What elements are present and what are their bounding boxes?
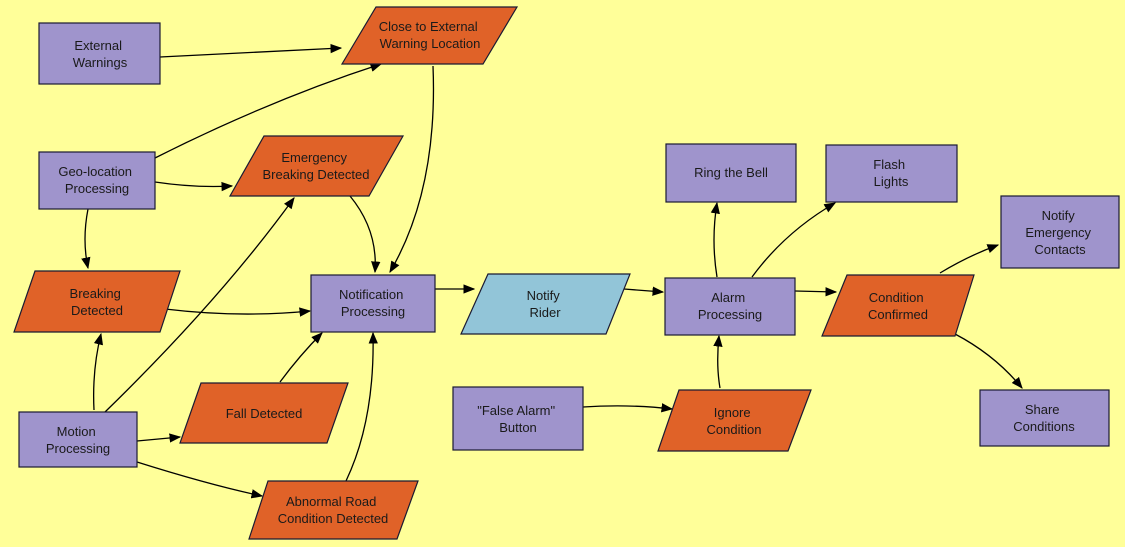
- abnormal-road-line-1: Abnormal Road: [286, 494, 376, 509]
- edge-alarm-to-condition-confirmed: [794, 287, 838, 297]
- notify-emergency-line-1: Notify: [1042, 208, 1076, 223]
- share-conditions-line-1: Share: [1025, 402, 1060, 417]
- notify-emergency-line-3: Contacts: [1034, 242, 1086, 257]
- edge-ignore-condition-to-alarm: [713, 334, 723, 389]
- node-breaking-detected: Breaking Detected: [13, 270, 181, 333]
- flash-lights-line-2: Lights: [874, 174, 909, 189]
- edge-abnormal-road-to-notification: [345, 331, 378, 482]
- node-notify-emergency-contacts: Notify Emergency Contacts: [1000, 195, 1120, 269]
- breaking-detected-line-2: Detected: [71, 303, 123, 318]
- svg-text:External Warnings: External Warnings: [73, 38, 128, 70]
- false-alarm-line-2: Button: [499, 420, 537, 435]
- svg-text:Notify Rider: Notify Rider: [527, 288, 564, 320]
- edge-geo-location-to-breaking-detected: [81, 208, 91, 270]
- svg-text:Alarm Processing: Alarm Processing: [698, 290, 762, 322]
- edge-condition-confirmed-to-notify-emergency: [939, 244, 1000, 274]
- node-flash-lights: Flash Lights: [825, 144, 958, 203]
- edge-notify-rider-to-alarm: [623, 286, 665, 296]
- close-to-warning-line-1: Close to External: [379, 19, 478, 34]
- close-to-warning-line-2: Warning Location: [380, 36, 481, 51]
- svg-text:Emergency Breaking Det: Emergency Breaking Detected: [263, 150, 370, 182]
- node-ring-the-bell: Ring the Bell: [665, 143, 797, 203]
- edge-motion-to-breaking-detected: [93, 332, 103, 411]
- edge-breaking-detected-to-notification: [164, 307, 312, 317]
- svg-text:Notification Processin: Notification Processing: [339, 287, 407, 319]
- svg-text:Close to External Warn: Close to External Warning Location: [379, 19, 482, 51]
- node-false-alarm-button: "False Alarm" Button: [452, 386, 584, 451]
- svg-text:Flash Lights: Flash Lights: [873, 157, 909, 189]
- emergency-breaking-line-2: Breaking Detected: [263, 167, 370, 182]
- alarm-line-2: Processing: [698, 307, 762, 322]
- condition-confirmed-line-1: Condition: [869, 290, 924, 305]
- node-notification-processing: Notification Processing: [310, 274, 436, 333]
- edge-fall-detected-to-notification: [279, 332, 323, 383]
- node-notify-rider: Notify Rider: [460, 273, 631, 335]
- external-warnings-line-2: Warnings: [73, 55, 128, 70]
- node-ignore-condition: Ignore Condition: [657, 389, 812, 452]
- false-alarm-line-1: "False Alarm": [477, 403, 555, 418]
- node-fall-detected: Fall Detected: [179, 382, 349, 444]
- node-abnormal-road-condition: Abnormal Road Condition Detected: [248, 480, 419, 540]
- geo-location-line-2: Processing: [65, 181, 129, 196]
- edge-emergency-breaking-to-notification: [349, 195, 381, 274]
- edge-external-warnings-to-close-to-warning: [159, 43, 343, 58]
- ring-bell-line-1: Ring the Bell: [694, 165, 768, 180]
- edge-motion-to-abnormal-road: [136, 461, 264, 499]
- ignore-condition-line-2: Condition: [707, 422, 762, 437]
- edge-close-to-warning-to-notification: [389, 65, 435, 274]
- node-external-warnings: External Warnings: [38, 22, 161, 85]
- edge-alarm-to-ring-bell: [710, 201, 720, 278]
- edge-condition-confirmed-to-share-conditions: [954, 333, 1023, 389]
- svg-text:Fall Detected: Fall Detected: [226, 406, 303, 421]
- breaking-detected-line-1: Breaking: [70, 286, 121, 301]
- notify-rider-line-1: Notify: [527, 288, 561, 303]
- flash-lights-line-1: Flash: [873, 157, 905, 172]
- edge-motion-to-emergency-breaking: [104, 197, 295, 413]
- svg-text:"False Alarm" Button: "False Alarm" Button: [477, 403, 559, 435]
- svg-text:Notify Emergency: Notify Emergency Contacts: [1025, 208, 1094, 257]
- ignore-condition-line-1: Ignore: [714, 405, 751, 420]
- notify-emergency-line-2: Emergency: [1025, 225, 1091, 240]
- node-close-to-warning-location: Close to External Warning Location: [340, 6, 519, 65]
- edge-geo-location-to-emergency-breaking: [154, 181, 234, 192]
- alarm-line-1: Alarm: [711, 290, 745, 305]
- svg-text:Ring the Bell: Ring the Bell: [694, 165, 768, 180]
- node-alarm-processing: Alarm Processing: [664, 277, 796, 336]
- edge-false-alarm-to-ignore-condition: [582, 403, 674, 413]
- svg-text:Share Conditions: Share Conditions: [1013, 402, 1075, 434]
- edge-motion-to-fall-detected: [136, 433, 182, 443]
- motion-line-2: Processing: [46, 441, 110, 456]
- edge-geo-location-to-close-to-warning: [154, 62, 383, 159]
- notify-rider-line-2: Rider: [529, 305, 561, 320]
- motion-line-1: Motion: [57, 424, 96, 439]
- node-motion-processing: Motion Processing: [18, 411, 138, 468]
- svg-text:Breaking Detected: Breaking Detected: [70, 286, 125, 318]
- svg-text:Ignore Condition: Ignore Condition: [707, 405, 762, 437]
- svg-text:Geo-location Processin: Geo-location Processing: [58, 164, 135, 196]
- svg-text:Condition Confirmed: Condition Confirmed: [868, 290, 928, 322]
- svg-text:Motion Processing: Motion Processing: [46, 424, 110, 456]
- node-share-conditions: Share Conditions: [979, 389, 1110, 447]
- svg-text:Abnormal Road Conditio: Abnormal Road Condition Detected: [278, 494, 389, 526]
- abnormal-road-line-2: Condition Detected: [278, 511, 389, 526]
- edge-alarm-to-flash-lights: [751, 202, 837, 278]
- geo-location-line-1: Geo-location: [58, 164, 132, 179]
- node-geo-location-processing: Geo-location Processing: [38, 151, 156, 210]
- external-warnings-line-1: External: [74, 38, 122, 53]
- notification-line-1: Notification: [339, 287, 403, 302]
- share-conditions-line-2: Conditions: [1013, 419, 1075, 434]
- emergency-breaking-line-1: Emergency: [281, 150, 347, 165]
- node-condition-confirmed: Condition Confirmed: [821, 274, 975, 337]
- node-emergency-breaking-detected: Emergency Breaking Detected: [228, 135, 405, 197]
- condition-confirmed-line-2: Confirmed: [868, 307, 928, 322]
- notification-line-2: Processing: [341, 304, 405, 319]
- fall-detected-line-1: Fall Detected: [226, 406, 303, 421]
